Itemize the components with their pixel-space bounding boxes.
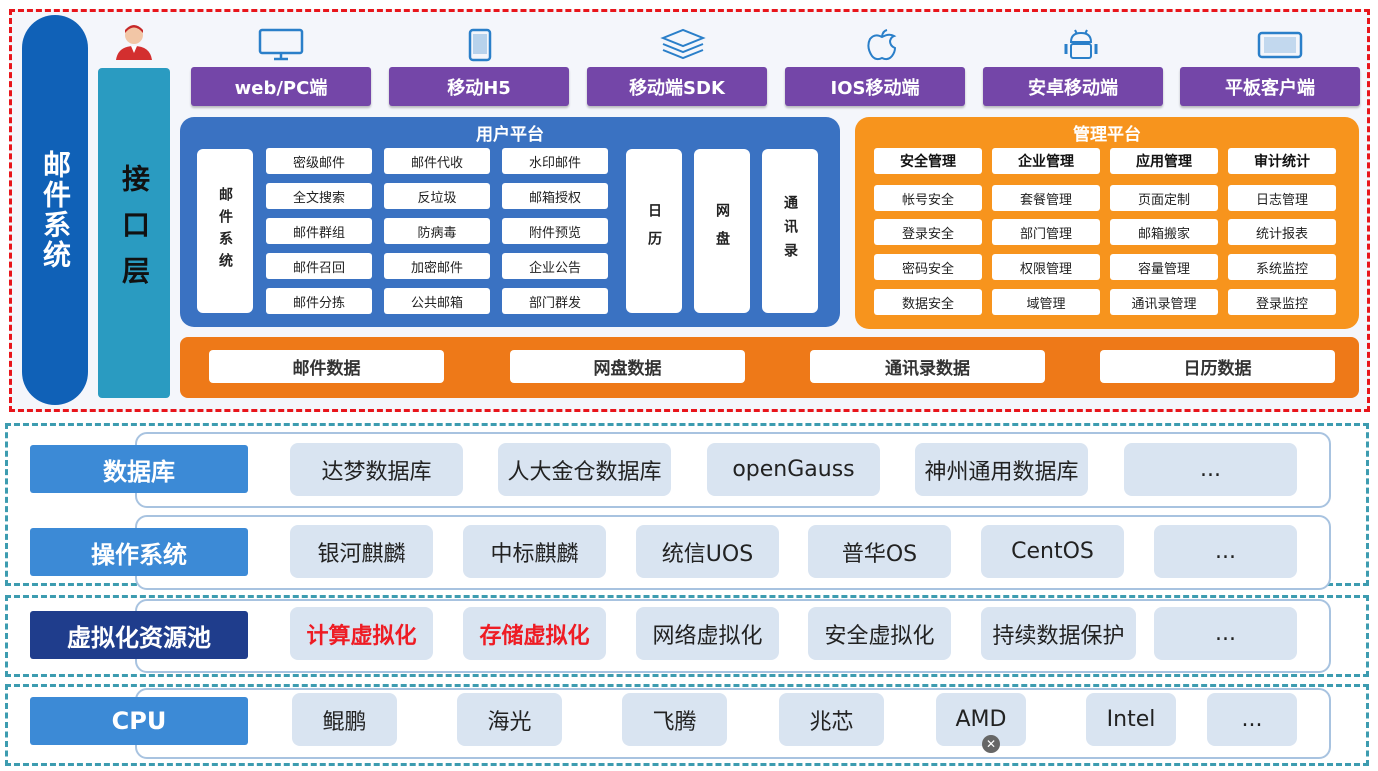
os-item: 中标麒麟 <box>463 525 606 578</box>
mgmt-item: 权限管理 <box>992 254 1100 280</box>
device-ios: IOS移动端 <box>785 67 965 106</box>
mgmt-item: 系统监控 <box>1228 254 1336 280</box>
cpu-item: 兆芯 <box>779 693 884 746</box>
user-feature: 邮箱授权 <box>502 183 608 209</box>
database-label: 数据库 <box>30 445 248 493</box>
mgmt-item: 容量管理 <box>1110 254 1218 280</box>
user-feature: 邮件群组 <box>266 218 372 244</box>
device-mobile-sdk: 移动端SDK <box>587 67 767 106</box>
user-feature: 加密邮件 <box>384 253 490 279</box>
mail-system-label: 邮件系统 <box>22 15 88 405</box>
mgmt-item: 部门管理 <box>992 219 1100 245</box>
user-feature: 部门群发 <box>502 288 608 314</box>
android-icon <box>1057 28 1105 62</box>
mgmt-item: 密码安全 <box>874 254 982 280</box>
database-item: ... <box>1124 443 1297 496</box>
data-item-calendar: 日历数据 <box>1100 350 1335 383</box>
user-feature: 全文搜索 <box>266 183 372 209</box>
mgmt-header: 应用管理 <box>1110 148 1218 174</box>
layers-icon <box>659 28 707 62</box>
apple-icon <box>858 28 906 62</box>
data-item-contacts: 通讯录数据 <box>810 350 1045 383</box>
mgmt-item: 页面定制 <box>1110 185 1218 211</box>
cpu-label: CPU <box>30 697 248 745</box>
mgmt-item: 帐号安全 <box>874 185 982 211</box>
mgmt-header: 企业管理 <box>992 148 1100 174</box>
user-icon <box>110 22 158 60</box>
mgmt-item: 数据安全 <box>874 289 982 315</box>
mgmt-item: 邮箱搬家 <box>1110 219 1218 245</box>
cpu-item: ... <box>1207 693 1297 746</box>
user-feature: 水印邮件 <box>502 148 608 174</box>
cpu-item: 海光 <box>457 693 562 746</box>
os-item: 统信UOS <box>636 525 779 578</box>
user-feature: 邮件代收 <box>384 148 490 174</box>
cpu-item: 鲲鹏 <box>292 693 397 746</box>
database-item: openGauss <box>707 443 880 496</box>
user-feature: 公共邮箱 <box>384 288 490 314</box>
device-android: 安卓移动端 <box>983 67 1163 106</box>
tablet-icon <box>456 28 504 62</box>
user-platform-title: 用户平台 <box>476 124 544 145</box>
mgmt-item: 通讯录管理 <box>1110 289 1218 315</box>
virtualization-item: 网络虚拟化 <box>636 607 779 660</box>
user-feature: 邮件召回 <box>266 253 372 279</box>
mgmt-header: 审计统计 <box>1228 148 1336 174</box>
cpu-item: AMD <box>936 693 1026 746</box>
close-icon[interactable]: ✕ <box>982 735 1000 753</box>
database-item: 达梦数据库 <box>290 443 463 496</box>
management-platform-title: 管理平台 <box>1073 124 1141 145</box>
device-mobile-h5: 移动H5 <box>389 67 569 106</box>
device-web-pc: web/PC端 <box>191 67 371 106</box>
mgmt-item: 套餐管理 <box>992 185 1100 211</box>
mail-system-column: 邮件系统 <box>197 149 253 313</box>
virtualization-item: 安全虚拟化 <box>808 607 951 660</box>
virtualization-item: ... <box>1154 607 1297 660</box>
os-item: 普华OS <box>808 525 951 578</box>
monitor-icon <box>257 28 305 62</box>
virtualization-item-highlighted: 存储虚拟化 <box>463 607 606 660</box>
database-item: 神州通用数据库 <box>915 443 1088 496</box>
device-tablet: 平板客户端 <box>1180 67 1360 106</box>
os-label: 操作系统 <box>30 528 248 576</box>
mgmt-item: 登录监控 <box>1228 289 1336 315</box>
virtualization-item-highlighted: 计算虚拟化 <box>290 607 433 660</box>
mgmt-item: 统计报表 <box>1228 219 1336 245</box>
user-feature: 密级邮件 <box>266 148 372 174</box>
contacts-column: 通讯录 <box>762 149 818 313</box>
netdisk-column: 网盘 <box>694 149 750 313</box>
os-item: ... <box>1154 525 1297 578</box>
mgmt-item: 日志管理 <box>1228 185 1336 211</box>
interface-layer-label: 接口层 <box>98 68 170 398</box>
database-item: 人大金仓数据库 <box>498 443 671 496</box>
os-item: 银河麒麟 <box>290 525 433 578</box>
mgmt-header: 安全管理 <box>874 148 982 174</box>
cpu-item: 飞腾 <box>622 693 727 746</box>
cpu-item: Intel <box>1086 693 1176 746</box>
virtualization-label: 虚拟化资源池 <box>30 611 248 659</box>
cpu-frame <box>5 684 1369 766</box>
user-feature: 企业公告 <box>502 253 608 279</box>
user-feature: 邮件分拣 <box>266 288 372 314</box>
calendar-column: 日历 <box>626 149 682 313</box>
data-item-netdisk: 网盘数据 <box>510 350 745 383</box>
user-feature: 反垃圾 <box>384 183 490 209</box>
mgmt-item: 登录安全 <box>874 219 982 245</box>
mgmt-item: 域管理 <box>992 289 1100 315</box>
virtualization-frame <box>5 595 1369 677</box>
user-feature: 防病毒 <box>384 218 490 244</box>
user-feature: 附件预览 <box>502 218 608 244</box>
virtualization-item: 持续数据保护 <box>981 607 1136 660</box>
data-item-mail: 邮件数据 <box>209 350 444 383</box>
os-item: CentOS <box>981 525 1124 578</box>
tablet-landscape-icon <box>1256 28 1304 62</box>
